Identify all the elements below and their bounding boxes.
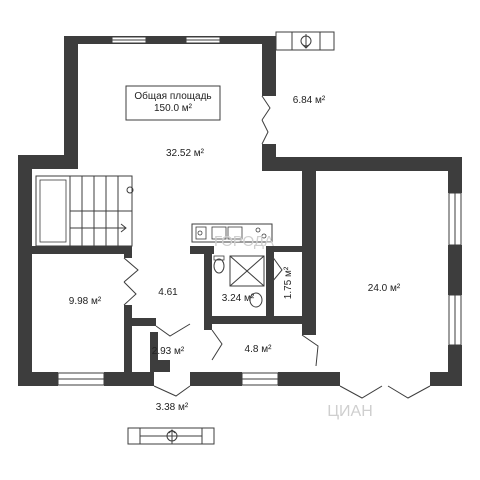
entrance-marker-bottom <box>127 427 215 445</box>
entrance-marker-top <box>275 31 335 51</box>
room-label-closet: 1.75 м² <box>283 266 294 299</box>
staircase <box>35 175 134 247</box>
room-label-living: 32.52 м² <box>166 148 205 159</box>
room-label-small-room: 2.93 м² <box>152 346 185 357</box>
walls <box>18 36 462 386</box>
windows <box>57 36 462 386</box>
room-label-big-room: 24.0 м² <box>368 283 401 294</box>
total-area-label: Общая площадь <box>134 90 211 102</box>
bath-fixtures <box>213 255 265 308</box>
kitchen-counter <box>191 223 273 243</box>
room-label-hall: 4.61 <box>158 287 178 298</box>
total-area-value: 150.0 м² <box>154 103 193 114</box>
room-label-terrace: 6.84 м² <box>293 95 326 106</box>
watermark-gorod: ГОРОДА <box>214 233 274 250</box>
doors <box>123 95 431 399</box>
room-label-corridor: 4.8 м² <box>245 344 273 355</box>
room-labels: 6.84 м² 32.52 м² 24.0 м² 9.98 м² 4.61 3.… <box>69 95 401 413</box>
room-label-bath: 3.24 м² <box>222 293 255 304</box>
room-label-porch: 3.38 м² <box>156 402 189 413</box>
watermark-cian: ЦИАН <box>327 403 373 420</box>
room-label-bedroom: 9.98 м² <box>69 296 102 307</box>
total-area-box <box>125 85 221 121</box>
